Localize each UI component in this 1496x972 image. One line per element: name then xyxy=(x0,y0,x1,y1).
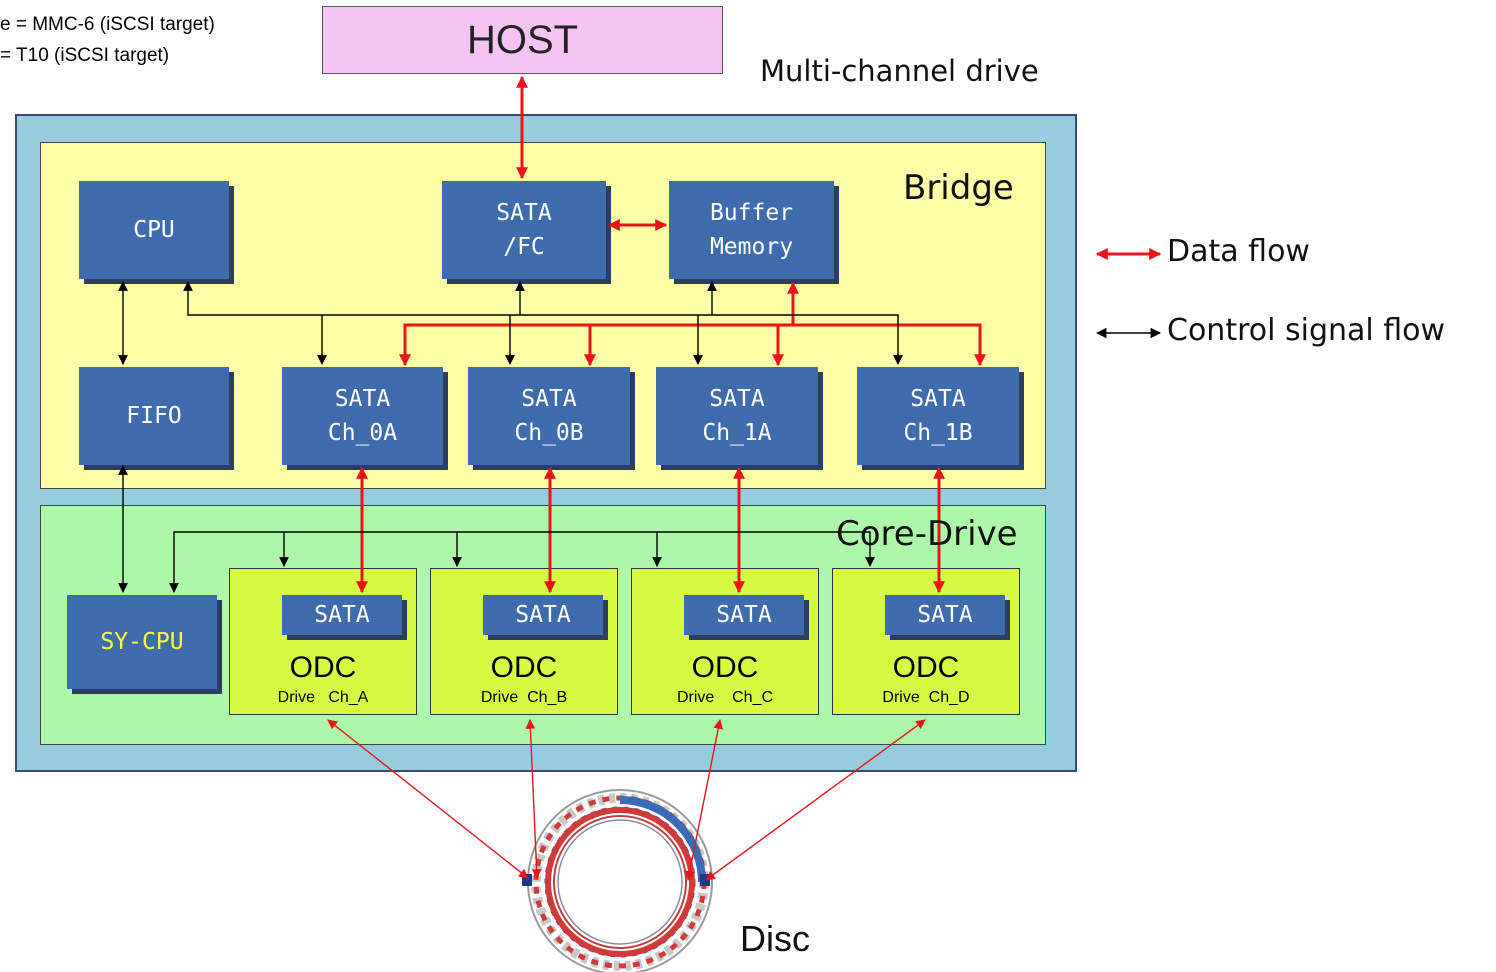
odc-a-subtitle: Drive Ch_A xyxy=(277,689,369,706)
odc-b-sata-label: SATA xyxy=(515,601,571,628)
sata-ch-0b-line2: Ch_0B xyxy=(514,420,584,446)
odc-c-sata-block: SATA xyxy=(684,595,804,635)
sata-ch-1b-line2: Ch_1B xyxy=(903,420,973,446)
odc-d-sata-label: SATA xyxy=(917,601,973,628)
sy-cpu-block: SY-CPU xyxy=(67,595,217,689)
buffer-line1: Buffer xyxy=(709,199,794,226)
drive-title: Multi-channel drive xyxy=(760,54,1039,88)
sata-ch-1a-line2: Ch_1A xyxy=(702,420,772,446)
odc-c-subtitle: Drive Ch_C xyxy=(676,689,774,706)
fifo-block: FIFO xyxy=(79,367,229,465)
odc-a-sata-label: SATA xyxy=(314,601,370,628)
odc-a-title: ODC xyxy=(289,651,357,684)
sata-ch-1a-line1: SATA xyxy=(709,385,765,412)
odc-c-title: ODC xyxy=(691,651,759,684)
sata-ch-1a-block: SATA Ch_1A xyxy=(656,367,818,465)
cpu-label: CPU xyxy=(133,216,175,243)
odc-b-subtitle: Drive Ch_B xyxy=(480,689,568,706)
bridge-title: Bridge xyxy=(903,168,1014,208)
odc-d-title: ODC xyxy=(892,651,960,684)
odc-d-subtitle: Drive Ch_D xyxy=(882,689,970,706)
sata-ch-0a-block: SATA Ch_0A xyxy=(282,367,443,465)
sy-cpu-label: SY-CPU xyxy=(100,628,184,655)
sata-fc-block: SATA /FC xyxy=(442,181,606,279)
sata-ch-1b-block: SATA Ch_1B xyxy=(857,367,1019,465)
buffer-memory-block: Buffer Memory xyxy=(669,181,834,279)
odc-d-sata-block: SATA xyxy=(885,595,1005,635)
buffer-line2: Memory xyxy=(709,234,794,260)
core-drive-title: Core-Drive xyxy=(836,514,1018,554)
host-block: HOST xyxy=(322,6,723,74)
odc-b-title: ODC xyxy=(490,651,558,684)
sata-ch-0a-line1: SATA xyxy=(334,385,391,412)
fifo-label: FIFO xyxy=(126,402,182,429)
disc-icon xyxy=(522,789,713,972)
sata-fc-line2: /FC xyxy=(503,234,545,260)
sata-ch-0b-line1: SATA xyxy=(521,385,577,412)
data-flow-legend-label: Data flow xyxy=(1167,234,1310,269)
odc-b-sata-block: SATA xyxy=(483,595,603,635)
odc-a-sata-block: SATA xyxy=(282,595,402,635)
sata-fc-line1: SATA xyxy=(496,199,552,226)
cpu-block: CPU xyxy=(79,181,229,279)
sata-ch-0a-line2: Ch_0A xyxy=(327,420,398,446)
disc-label: Disc xyxy=(740,918,810,959)
sata-ch-0b-block: SATA Ch_0B xyxy=(468,367,630,465)
note-line-2: = T10 (iSCSI target) xyxy=(0,45,170,66)
odc-drive-d: SATA ODC Drive Ch_D xyxy=(832,568,1020,715)
note-line-1: e = MMC-6 (iSCSI target) xyxy=(0,14,215,35)
odc-c-sata-label: SATA xyxy=(716,601,772,628)
control-flow-legend-label: Control signal flow xyxy=(1167,313,1446,348)
sata-ch-1b-line1: SATA xyxy=(910,385,966,412)
